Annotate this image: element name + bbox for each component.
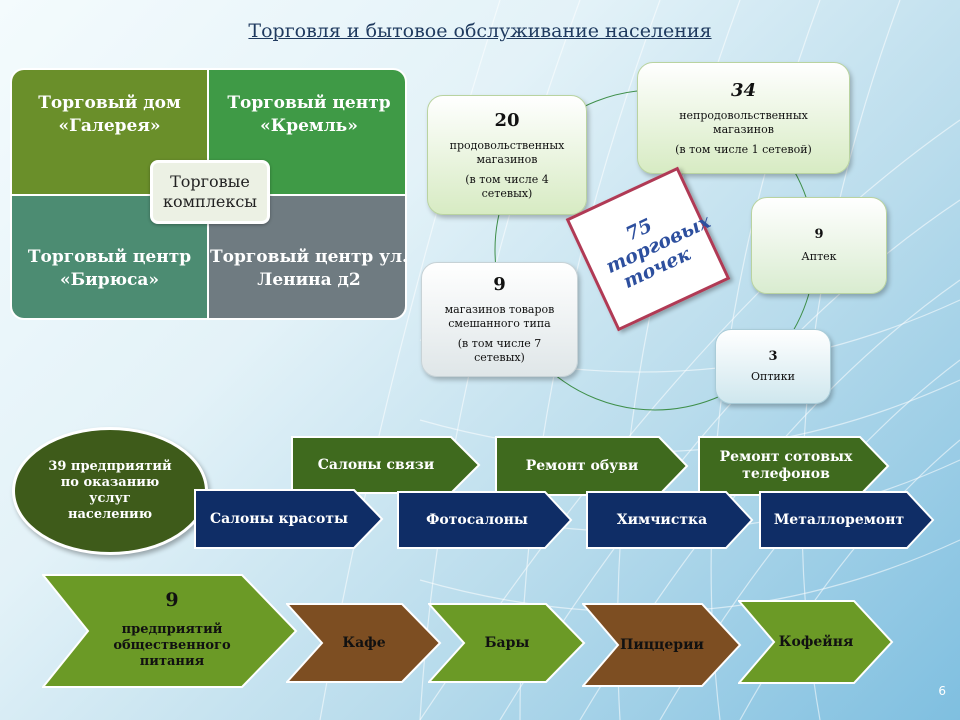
complexes-center-label: Торговые комплексы	[150, 160, 270, 224]
nonfood-stores-label: непродовольственных магазинов	[679, 108, 808, 136]
nonfood-stores-sub: (в том числе 1 сетевой)	[675, 142, 812, 156]
chevron-kofeynya-label: Кофейня	[778, 633, 854, 650]
chevron-obuv: Ремонт обуви	[495, 436, 689, 496]
bubble-nonfood-stores: 34 непродовольственных магазинов (в том …	[637, 62, 850, 174]
total-stores-label: 75 торговых точек	[602, 210, 714, 293]
chevron-svyaz: Салоны связи	[291, 436, 481, 494]
chevron-telefony: Ремонт сотовых телефонов	[698, 436, 890, 496]
chevron-himchistka: Химчистка	[586, 491, 754, 549]
chevron-pitstserii-label: Пиццерии	[620, 636, 704, 653]
nonfood-stores-count: 34	[730, 79, 757, 101]
food-stores-count: 20	[494, 109, 520, 131]
chevron-krasota: Салоны красоты	[194, 489, 384, 549]
chevron-himchistka-label: Химчистка	[616, 511, 708, 528]
services-oval: 39 предприятий по оказанию услуг населен…	[12, 427, 208, 555]
chevron-kafe: Кафе	[286, 603, 442, 683]
mixed-stores-count: 9	[493, 274, 506, 295]
chevron-pitstserii: Пиццерии	[582, 603, 742, 687]
optics-count: 3	[768, 349, 778, 364]
optics-label: Оптики	[751, 370, 795, 383]
chevron-krasota-label: Салоны красоты	[209, 510, 349, 527]
food-stores-label: продовольственных магазинов	[449, 138, 565, 166]
chevron-telefony-label: Ремонт сотовых телефонов	[719, 449, 853, 482]
page-title: Торговля и бытовое обслуживание населени…	[248, 20, 712, 42]
chevron-foto: Фотосалоны	[397, 491, 573, 549]
chevron-metall-label: Металлоремонт	[773, 511, 905, 528]
pharmacies-count: 9	[814, 227, 824, 242]
chevron-svyaz-label: Салоны связи	[317, 456, 435, 473]
mixed-stores-label: магазинов товаров смешанного типа	[444, 303, 555, 330]
chevron-kofeynya: Кофейня	[738, 600, 894, 684]
chevron-foto-label: Фотосалоны	[426, 511, 528, 528]
services-oval-label: 39 предприятий по оказанию услуг населен…	[48, 459, 172, 522]
mixed-stores-sub: (в том числе 7 сетевых)	[457, 337, 542, 364]
food-stores-sub: (в том числе 4 сетевых)	[465, 172, 549, 200]
catering-count: 9	[165, 589, 179, 611]
bubble-pharmacies: 9 Аптек	[751, 197, 887, 294]
chevron-bary-label: Бары	[484, 634, 530, 651]
chevron-obuv-label: Ремонт обуви	[525, 457, 639, 474]
page-number: 6	[938, 684, 946, 698]
chevron-kafe-label: Кафе	[342, 634, 386, 651]
chevron-bary: Бары	[428, 603, 586, 683]
catering-main-text: 9 предприятий общественного питания	[82, 574, 262, 688]
bubble-mixed-stores: 9 магазинов товаров смешанного типа (в т…	[421, 262, 578, 377]
pharmacies-label: Аптек	[801, 250, 837, 263]
chevron-metall: Металлоремонт	[759, 491, 935, 549]
catering-main-chevron: 9 предприятий общественного питания	[42, 574, 298, 688]
catering-label: предприятий общественного питания	[113, 622, 231, 669]
bubble-food-stores: 20 продовольственных магазинов (в том чи…	[427, 95, 587, 215]
bubble-optics: 3 Оптики	[715, 329, 831, 404]
